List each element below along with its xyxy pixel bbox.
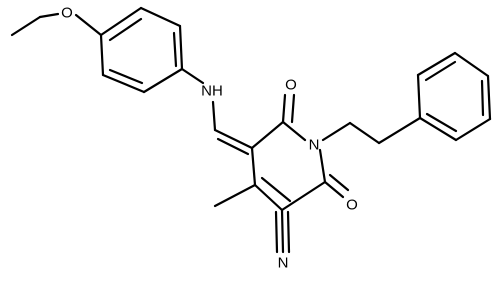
carbonyl-oxygen-top-label: O: [285, 77, 297, 94]
phenethyl-chain: [321, 116, 422, 145]
phenyl-ring: [416, 51, 492, 142]
ether-oxygen-label: O: [61, 5, 73, 22]
bond-c2-o-right: [323, 180, 345, 199]
bond-ch-c5: [213, 128, 254, 150]
bond-c6-o-top-double: [290, 93, 296, 124]
carbonyl-oxygen-right-label: O: [346, 197, 358, 214]
bond-c4-methyl: [213, 183, 257, 208]
bond-c2-o-right-double: [328, 173, 350, 192]
bond-o-aryl: [74, 13, 103, 37]
ethoxy-group: [10, 12, 103, 37]
bond-ethyl-methyl: [10, 15, 42, 37]
aminomethylidene-linker: [180, 67, 254, 156]
amine-nh-label: NH: [201, 83, 223, 100]
bond-c6-o-top: [281, 93, 287, 124]
bond-ch-c5-double: [216, 137, 250, 156]
pyridinone-ring: [250, 120, 327, 212]
bond-nh-ch: [211, 100, 217, 132]
nitrile-group: [274, 208, 291, 254]
ring-nitrogen-label: N: [309, 137, 320, 154]
carbonyl-groups: [281, 93, 350, 199]
bond-ethyl-ch2-o: [38, 12, 60, 19]
ethoxyphenyl-ring: [99, 6, 184, 94]
bond-aryl-nh: [180, 67, 205, 85]
nitrile-nitrogen-label: N: [278, 255, 289, 272]
